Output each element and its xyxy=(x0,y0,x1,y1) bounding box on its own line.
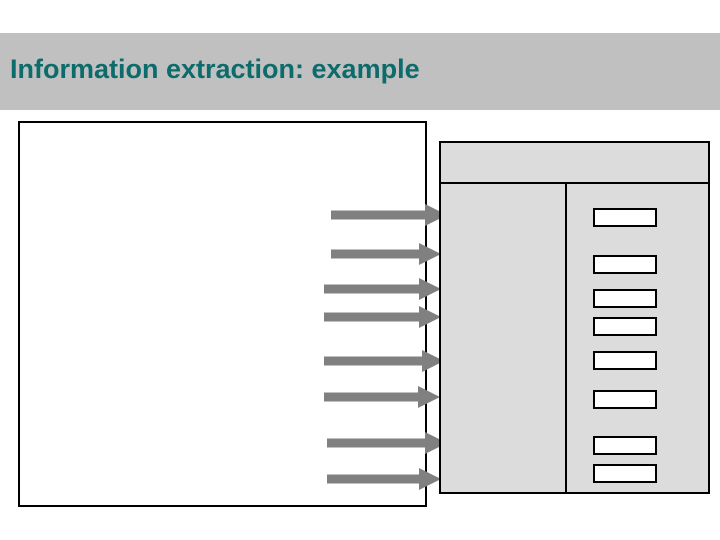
table-cell-chip xyxy=(593,390,657,409)
table-header-row xyxy=(441,143,708,184)
table-cell-chip xyxy=(593,208,657,227)
table-cell-chip xyxy=(593,255,657,274)
table-column-divider xyxy=(565,184,567,494)
table-cell-chip xyxy=(593,289,657,308)
extracted-records-table xyxy=(439,141,710,494)
table-cell-chip xyxy=(593,317,657,336)
table-cell-chip xyxy=(593,436,657,455)
source-document-box xyxy=(18,121,427,507)
title-band xyxy=(0,33,720,110)
table-cell-chip xyxy=(593,464,657,483)
page-title: Information extraction: example xyxy=(10,54,420,84)
table-cell-chip xyxy=(593,351,657,370)
